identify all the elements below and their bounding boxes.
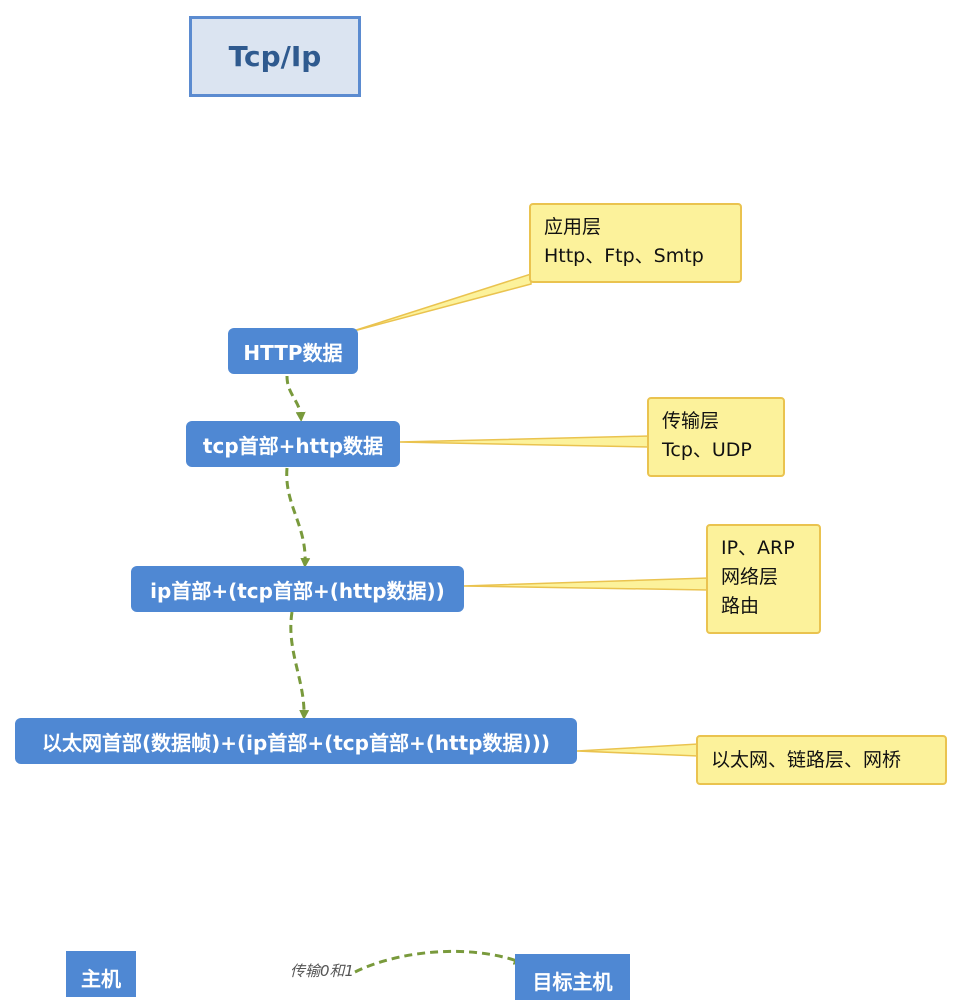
layer-node-tcp[interactable]: tcp首部+http数据 <box>186 421 400 467</box>
note-network-layer: IP、ARP 网络层 路由 <box>706 524 821 634</box>
diagram-title: Tcp/Ip <box>189 16 361 97</box>
flow-arrow-hosts <box>354 949 524 974</box>
transfer-label: 传输0和1 <box>290 962 355 980</box>
layer-node-ethernet[interactable]: 以太网首部(数据帧)+(ip首部+(tcp首部+(http数据))) <box>15 718 577 764</box>
note-transport-layer: 传输层 Tcp、UDP <box>647 397 785 477</box>
source-host-node[interactable]: 主机 <box>66 951 136 997</box>
layer-node-ip[interactable]: ip首部+(tcp首部+(http数据)) <box>131 566 464 612</box>
callout-tail-link <box>576 743 699 757</box>
note-line: 路由 <box>721 595 760 617</box>
flow-arrow-1 <box>285 375 306 422</box>
note-line: Http、Ftp、Smtp <box>544 245 704 267</box>
flow-arrow-2 <box>285 467 311 568</box>
note-link-layer: 以太网、链路层、网桥 <box>696 735 947 785</box>
flow-arrow-3 <box>289 611 310 720</box>
note-line: 网络层 <box>721 566 779 588</box>
callout-tail-network <box>462 577 709 591</box>
target-host-node[interactable]: 目标主机 <box>515 954 630 1000</box>
note-line: 传输层 <box>662 410 720 432</box>
note-line: 以太网、链路层、网桥 <box>711 749 902 771</box>
note-line: Tcp、UDP <box>662 439 752 461</box>
callout-tail-transport <box>397 435 650 448</box>
note-line: 应用层 <box>544 216 602 238</box>
callout-tail-application <box>349 272 532 333</box>
note-application-layer: 应用层 Http、Ftp、Smtp <box>529 203 742 283</box>
layer-node-http[interactable]: HTTP数据 <box>228 328 358 374</box>
note-line: IP、ARP <box>721 537 795 559</box>
